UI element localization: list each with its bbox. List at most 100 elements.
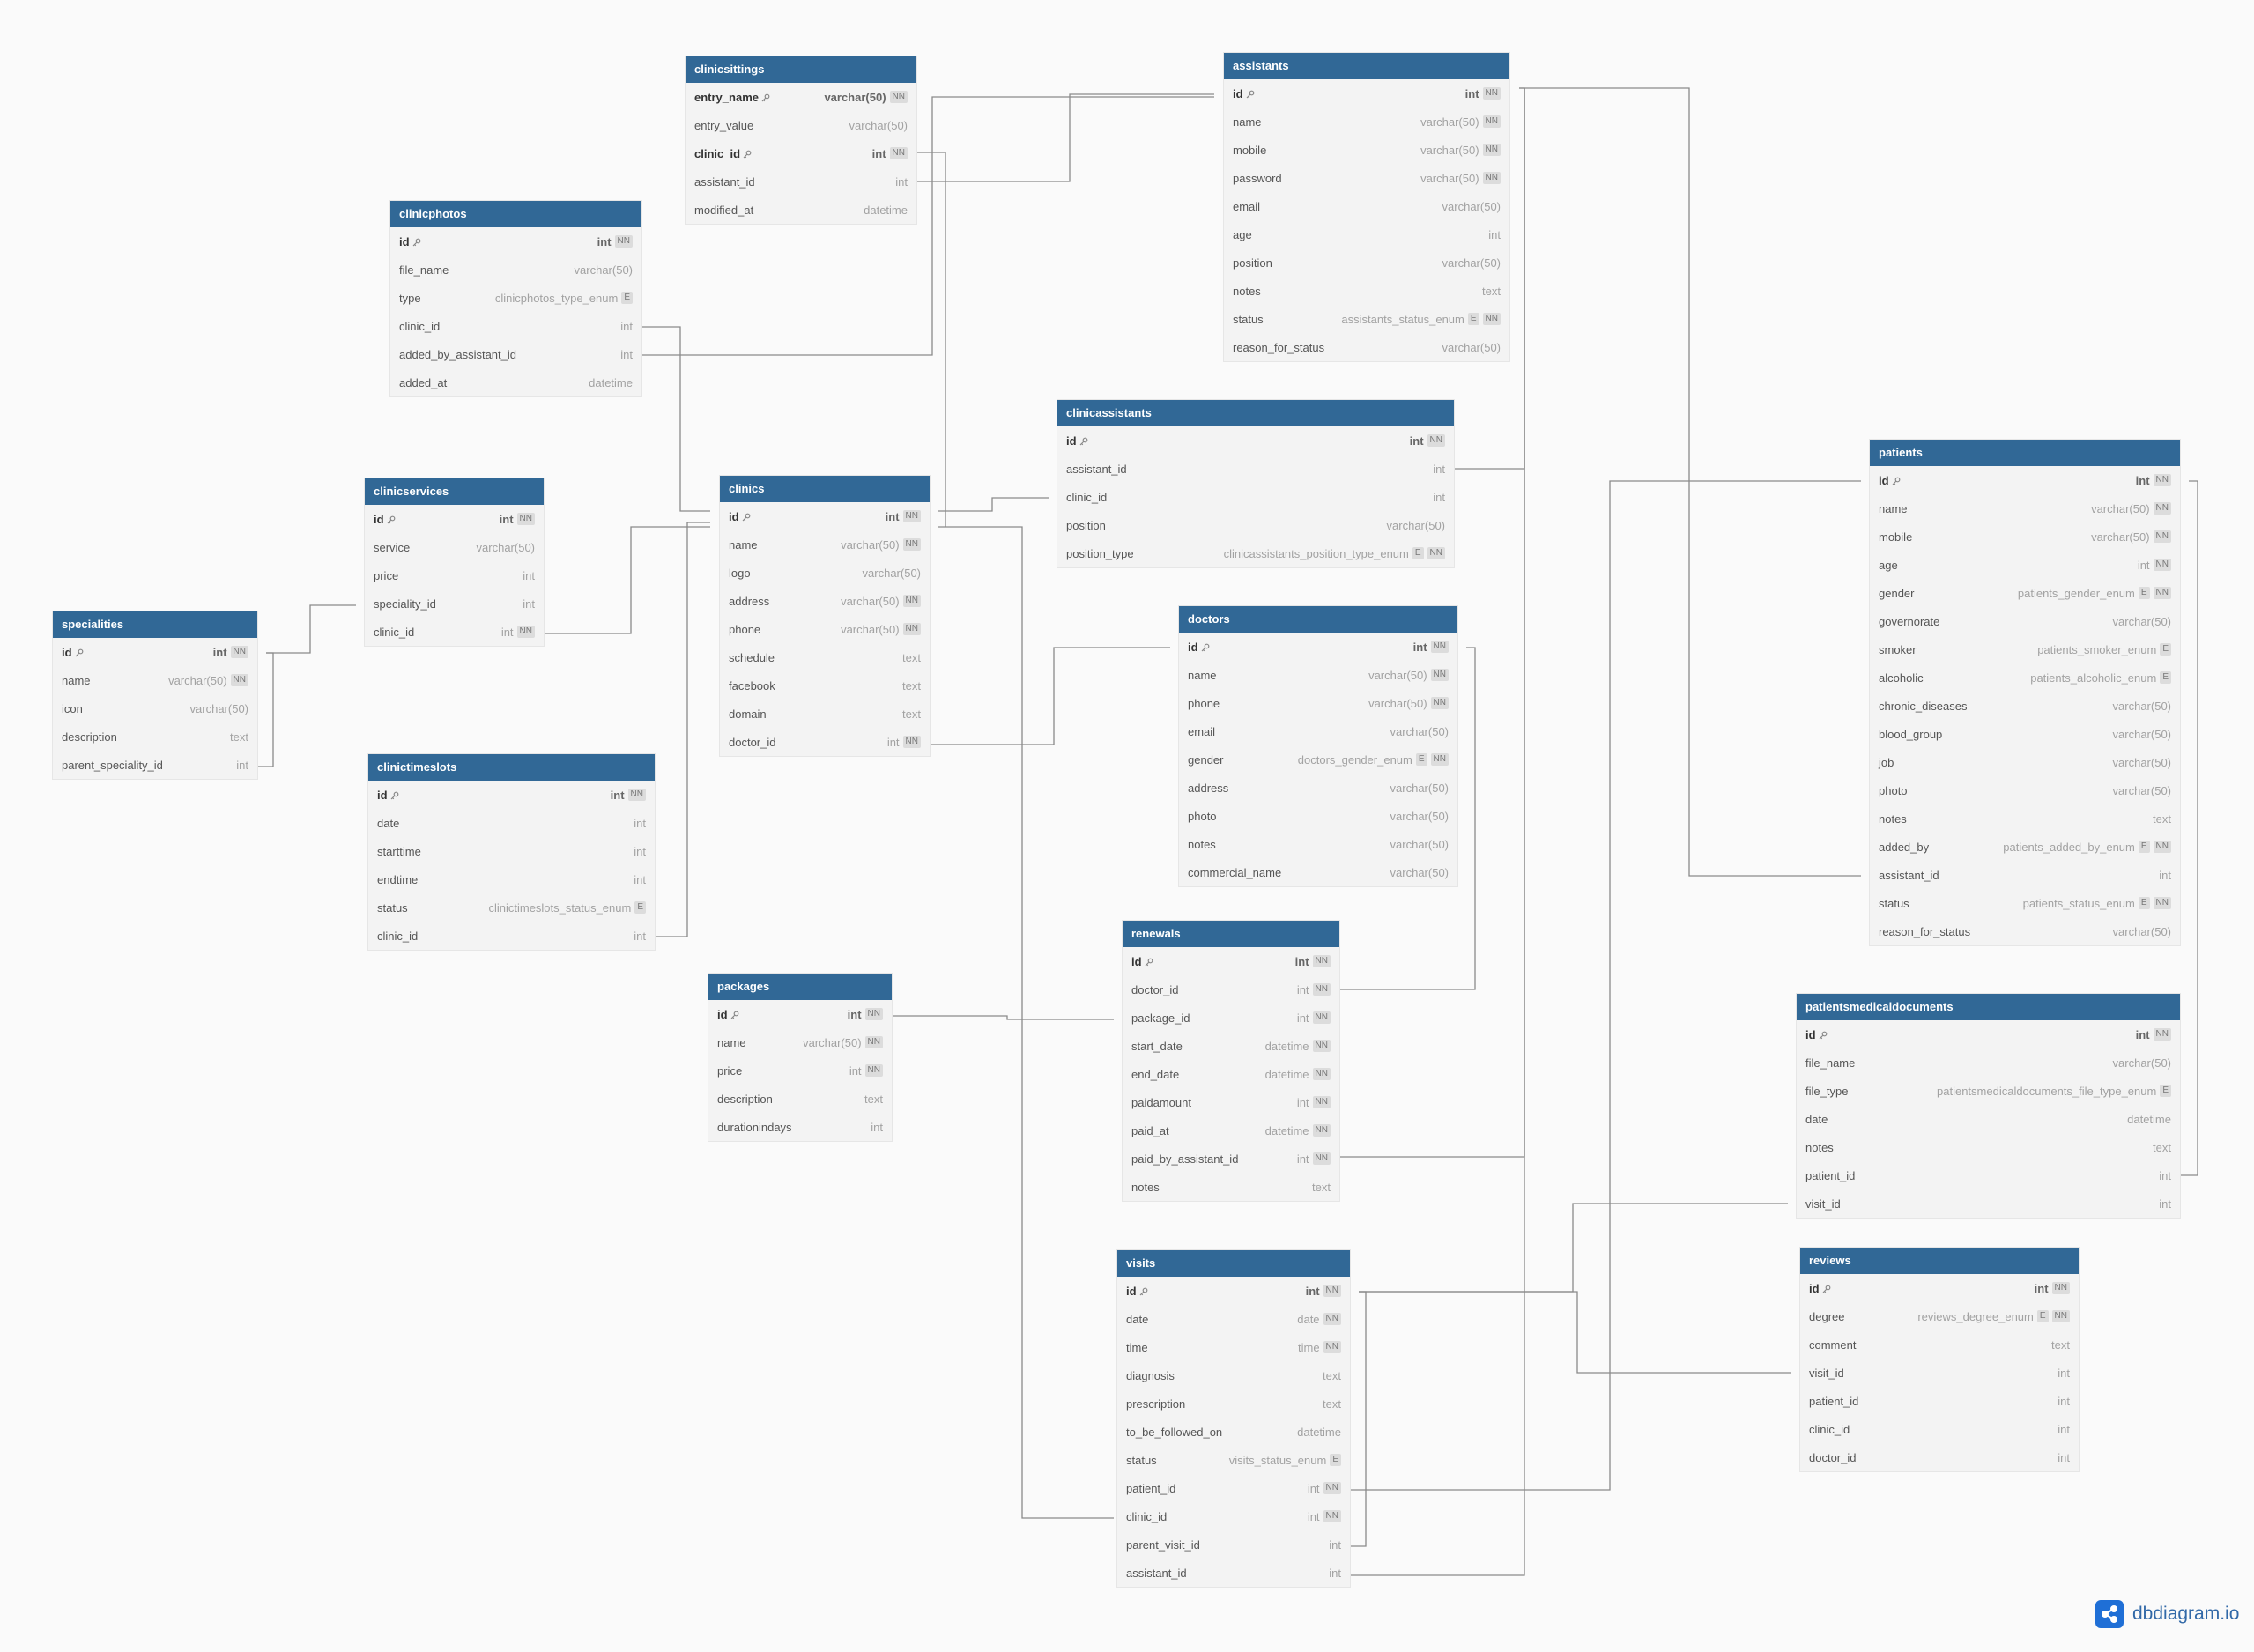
table-header[interactable]: renewals — [1123, 921, 1339, 947]
table-header[interactable]: clinicphotos — [390, 201, 641, 227]
table-header[interactable]: clinicassistants — [1057, 400, 1454, 426]
table-header[interactable]: patients — [1870, 440, 2180, 466]
table-header[interactable]: specialities — [53, 611, 257, 638]
table-header[interactable]: reviews — [1800, 1248, 2079, 1274]
table-header[interactable]: doctors — [1179, 606, 1457, 633]
table-header[interactable]: clinics — [720, 476, 930, 502]
table-header[interactable]: patientsmedicaldocuments — [1797, 994, 2180, 1020]
table-header[interactable]: assistants — [1224, 53, 1509, 79]
table-header[interactable]: packages — [708, 974, 892, 1000]
table-header[interactable]: clinicservices — [365, 478, 544, 505]
